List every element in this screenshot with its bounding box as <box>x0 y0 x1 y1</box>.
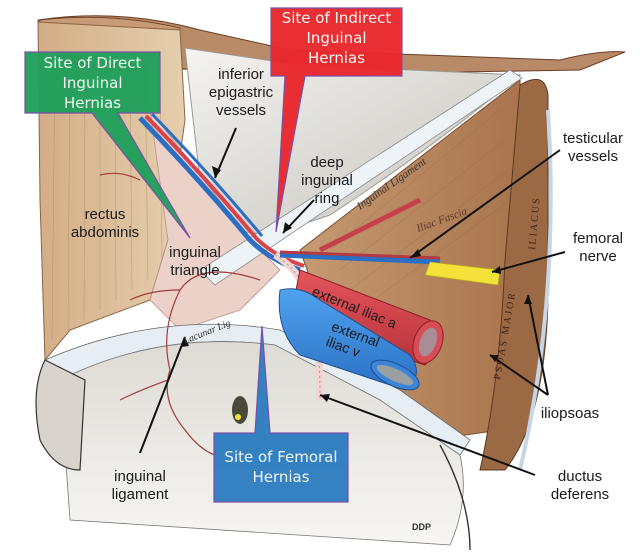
femoral-nerve <box>424 261 501 286</box>
obturator-foramen <box>232 396 248 424</box>
label-testicular-vessels: testicular vessels <box>562 130 624 165</box>
label-ductus-deferens: ductus deferens <box>550 468 610 503</box>
label-inguinal-ligament: inguinal ligament <box>111 468 169 503</box>
arrowheads <box>181 166 532 402</box>
indirect-hernia-callout <box>270 7 403 233</box>
iliopsoas-fascia <box>518 109 553 471</box>
artist-signature: DDP <box>412 522 432 532</box>
label-inguinal-triangle: inguinal triangle <box>169 244 221 279</box>
psoas-major <box>479 78 549 471</box>
external-iliac-artery <box>289 269 444 366</box>
arrow-iliopsoas-b <box>527 294 549 396</box>
small-arteries <box>99 172 261 456</box>
iliacus-engraving: ILIACUS <box>527 196 543 250</box>
pubic-bone <box>35 359 86 471</box>
label-deep-inguinal-ring: deep inguinal ring <box>301 154 353 207</box>
arrow-ductus <box>319 394 536 476</box>
iliac-fibers <box>329 109 511 311</box>
arrow-inguinal-ligament <box>139 336 186 454</box>
sartorius-edge <box>439 444 471 551</box>
arrow-testicular <box>409 149 561 259</box>
obturator-nerve <box>235 414 241 420</box>
indirect-hernia-callout-text: Site of Indirect Inguinal Hernias <box>281 9 392 67</box>
label-femoral-nerve: femoral nerve <box>572 230 624 265</box>
label-rectus-abdominis: rectus abdominis <box>70 206 140 241</box>
direct-hernia-callout-text: Site of Direct Inguinal Hernias <box>43 54 142 112</box>
arrow-femoral-nerve <box>491 251 566 273</box>
arrow-iliopsoas-a <box>489 354 549 396</box>
direct-hernia-callout <box>24 51 191 239</box>
label-inferior-epigastric-vessels: inferior epigastric vessels <box>208 66 274 119</box>
external-iliac-vein <box>278 288 420 391</box>
inguinal-ligament-band <box>199 69 523 286</box>
femoral-hernia-callout-text: Site of Femoral Hernias <box>224 448 338 486</box>
femoral-hernia-callout <box>213 325 349 503</box>
label-iliopsoas: iliopsoas <box>540 405 600 422</box>
